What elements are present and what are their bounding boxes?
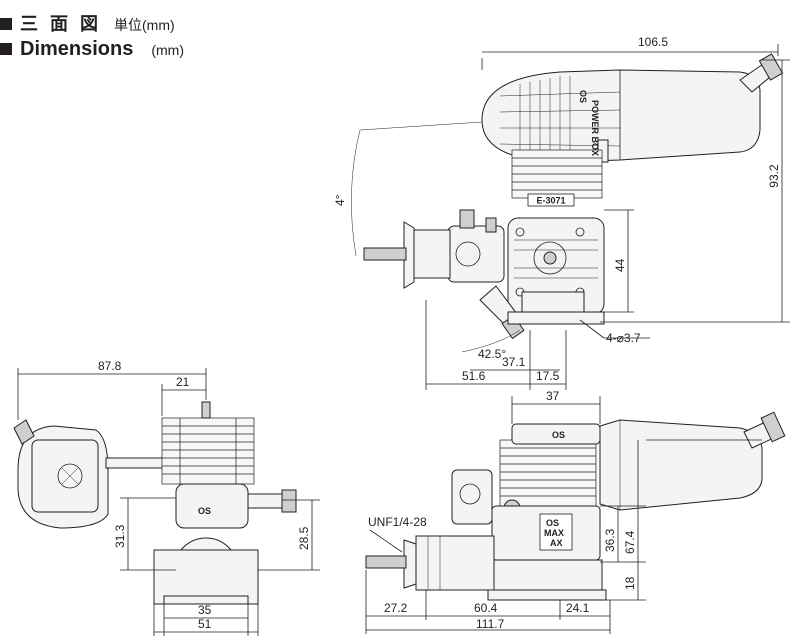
dim-head-44: 44 xyxy=(613,258,627,272)
dim-side-37: 37 xyxy=(546,389,560,403)
powerbox-label: POWER BOX xyxy=(590,100,600,156)
bullet-square-icon xyxy=(0,18,12,30)
dim-51-6: 51.6 xyxy=(462,369,486,383)
dim-top-width: 106.5 xyxy=(638,35,668,49)
dim-side-60-4: 60.4 xyxy=(474,601,498,615)
bullet-square-icon xyxy=(0,43,12,55)
dim-37-1: 37.1 xyxy=(502,355,526,369)
dim-left-35: 35 xyxy=(198,603,212,617)
side-view: OS OS MAX AX 37 UNF1/4-28 36.3 67. xyxy=(365,389,786,634)
dim-left-87-8: 87.8 xyxy=(98,359,122,373)
dim-17-5: 17.5 xyxy=(536,369,560,383)
dim-left-28-5: 28.5 xyxy=(297,526,311,550)
dim-left-31-3: 31.3 xyxy=(113,524,127,548)
top-view: E-3071 POWER BOX OS 106.5 xyxy=(333,35,790,390)
part-number-label: E-3071 xyxy=(536,196,565,206)
os-logo-side-head: OS xyxy=(552,430,565,440)
os-logo-top: OS xyxy=(578,90,588,103)
dim-angle-4: 4° xyxy=(333,194,347,206)
dim-left-21: 21 xyxy=(176,375,190,389)
os-logo-front: OS xyxy=(198,506,211,516)
unit-english: (mm) xyxy=(151,42,185,58)
dim-mount-holes: 4-⌀3.7 xyxy=(606,331,641,345)
header-english: Dimensions (mm) xyxy=(0,38,184,61)
dim-side-18: 18 xyxy=(623,576,637,590)
unit-japanese: 単位(mm) xyxy=(114,17,175,33)
ax-label: AX xyxy=(550,538,563,548)
dim-side-67-4: 67.4 xyxy=(623,530,637,554)
dim-side-111-7: 111.7 xyxy=(476,617,505,631)
max-label: MAX xyxy=(544,528,564,538)
title-japanese: 三面図 xyxy=(20,14,110,34)
dim-angle-42: 42.5° xyxy=(478,347,506,361)
title-english: Dimensions xyxy=(20,38,134,60)
dim-side-36-3: 36.3 xyxy=(603,528,617,552)
dim-side-27-2: 27.2 xyxy=(384,601,408,615)
dim-left-51: 51 xyxy=(198,617,212,631)
dim-unf-thread: UNF1/4-28 xyxy=(368,515,427,529)
dim-side-24-1: 24.1 xyxy=(566,601,590,615)
header-japanese: 三面図 単位(mm) xyxy=(0,10,175,36)
dim-top-height: 93.2 xyxy=(767,164,781,188)
front-view: OS 87.8 21 31.3 28.5 35 51 xyxy=(13,359,320,636)
os-logo-side: OS xyxy=(546,518,559,528)
